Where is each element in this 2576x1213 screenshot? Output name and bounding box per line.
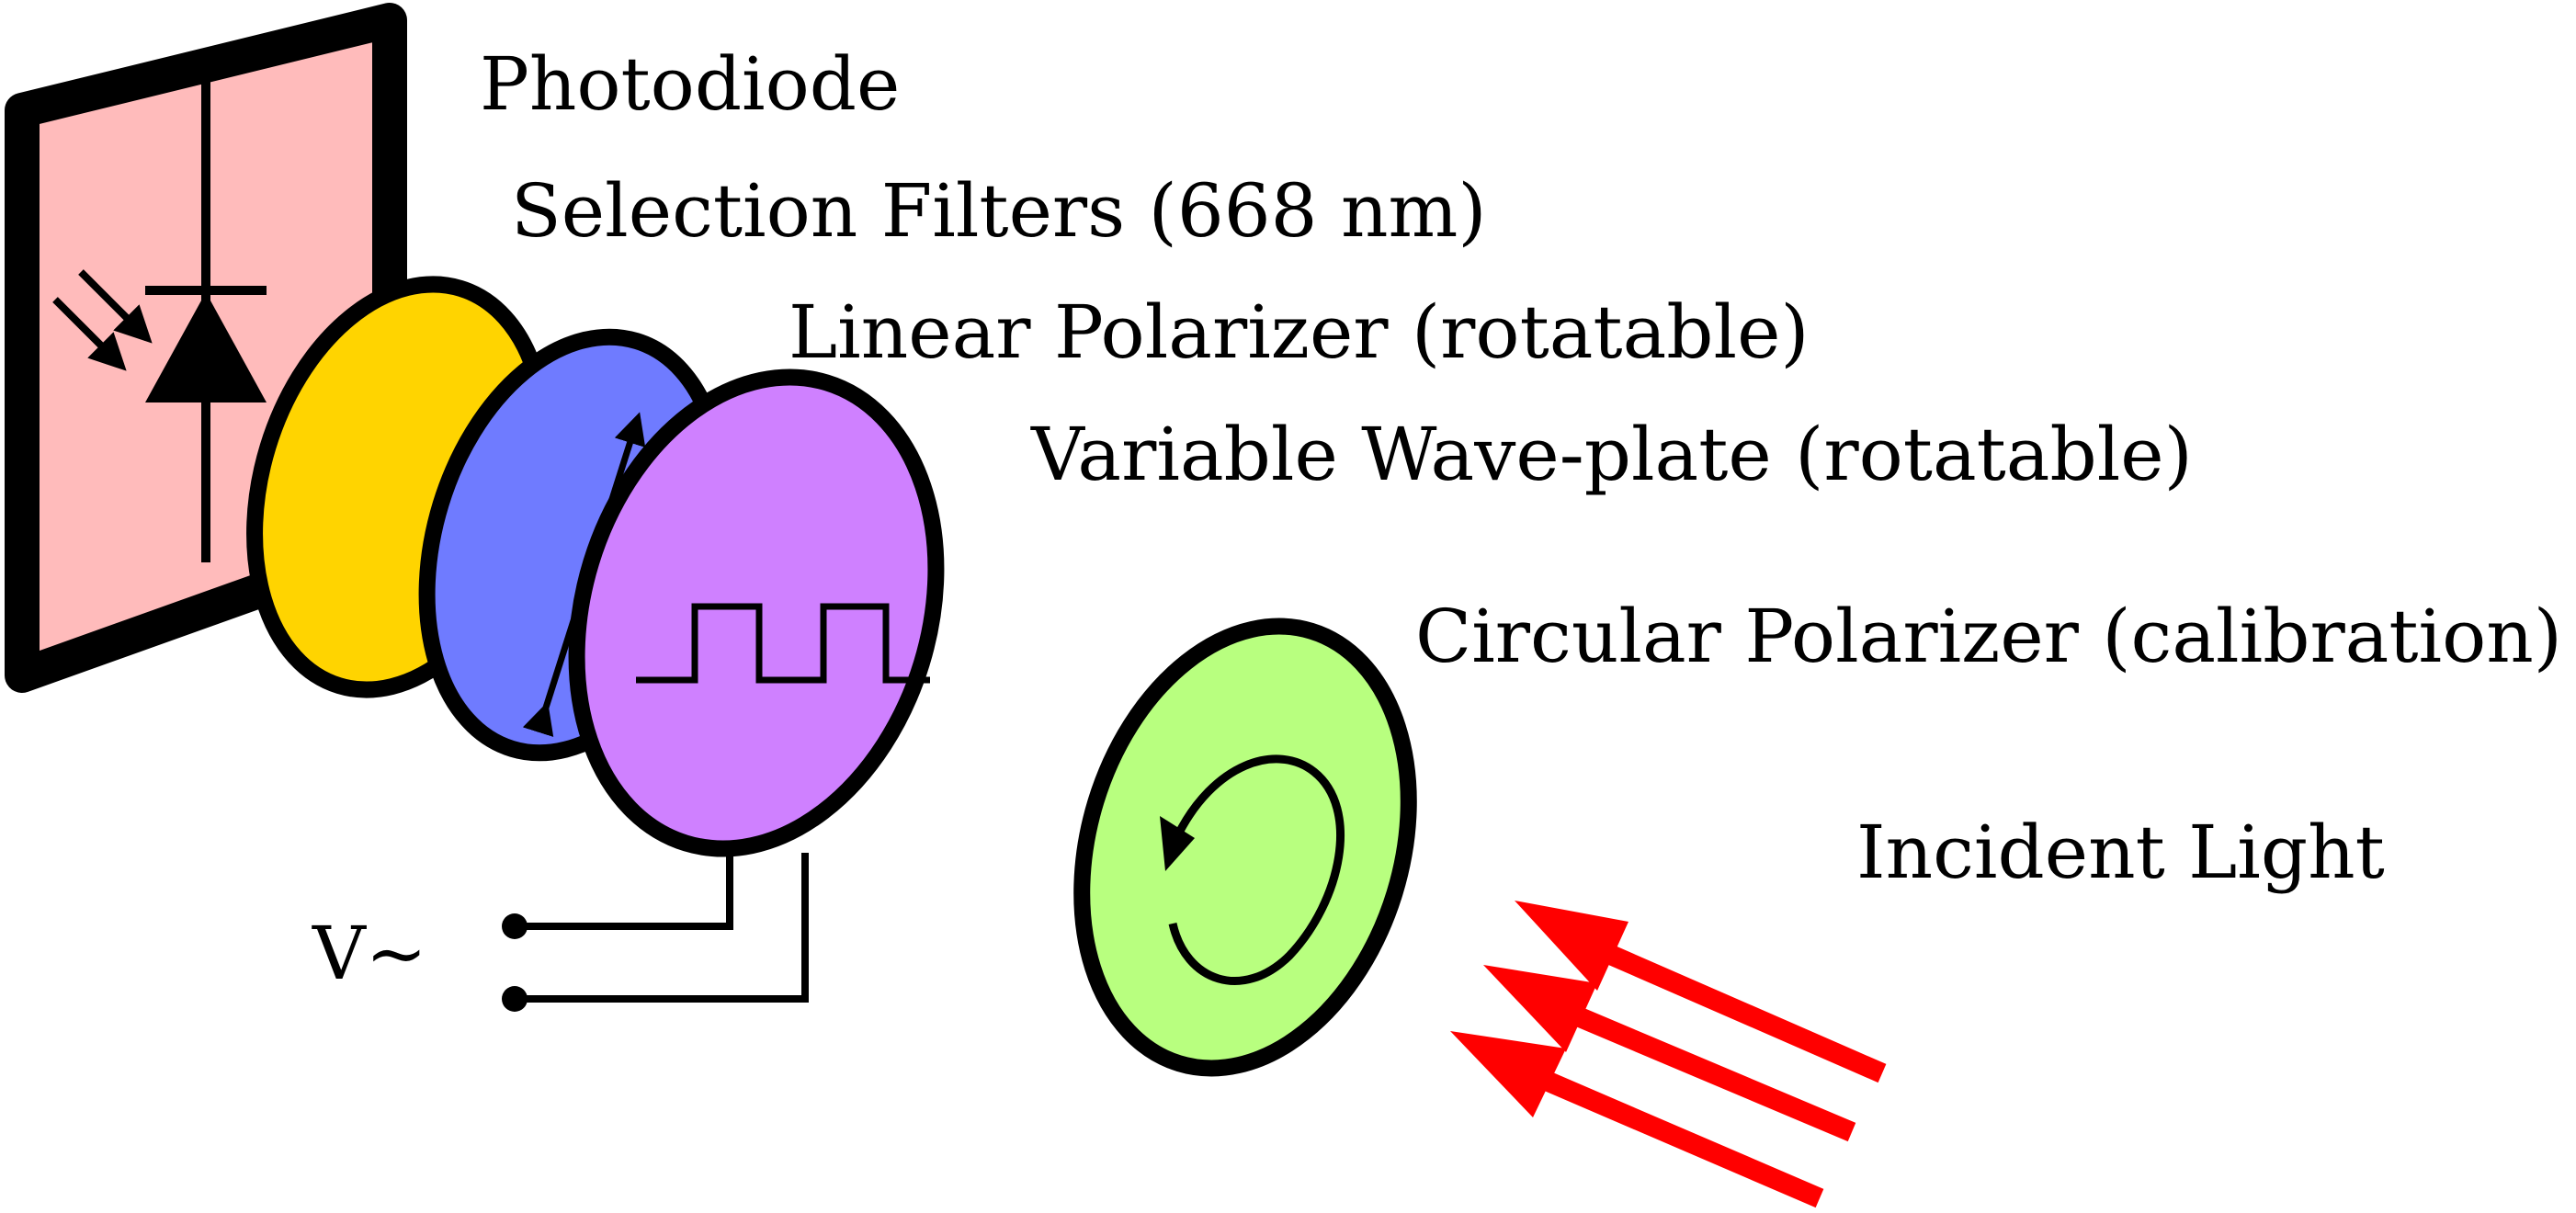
terminal-lower [502,986,528,1012]
circular-polarizer-disc [1073,618,1417,1077]
square-wave-symbol [636,603,930,684]
incident-light-arrows [1450,901,1887,1208]
terminal-upper [502,913,528,939]
circular-polarizer [1073,618,1417,1077]
photodiode-label: Photodiode [480,41,901,127]
voltage-source-label: V~ [312,911,427,996]
diode-symbol [145,292,267,402]
incident-light-label: Incident Light [1856,810,2385,895]
selection-filters-label: Selection Filters (668 nm) [511,168,1487,254]
wave-plate [568,368,945,857]
diode-light-arrow-1 [78,269,153,344]
wire-upper [516,853,733,930]
light-ray-1-head [1515,901,1628,991]
linear-polarizer-label: Linear Polarizer (rotatable) [789,289,1810,375]
voltage-source-wiring [502,853,809,1012]
light-ray-2 [1569,1004,1856,1142]
circular-polarization-arrow [1168,754,1345,985]
diode-light-arrow-2 [52,297,127,371]
light-ray-3-head [1450,1031,1566,1117]
circular-arrowhead [1160,816,1195,871]
light-ray-2-head [1483,965,1597,1052]
wire-lower [516,853,809,1003]
circular-polarizer-label: Circular Polarizer (calibration) [1415,594,2563,679]
light-ray-1 [1602,943,1887,1083]
wave-plate-label: Variable Wave-plate (rotatable) [1031,412,2193,497]
light-ray-3 [1538,1069,1824,1208]
